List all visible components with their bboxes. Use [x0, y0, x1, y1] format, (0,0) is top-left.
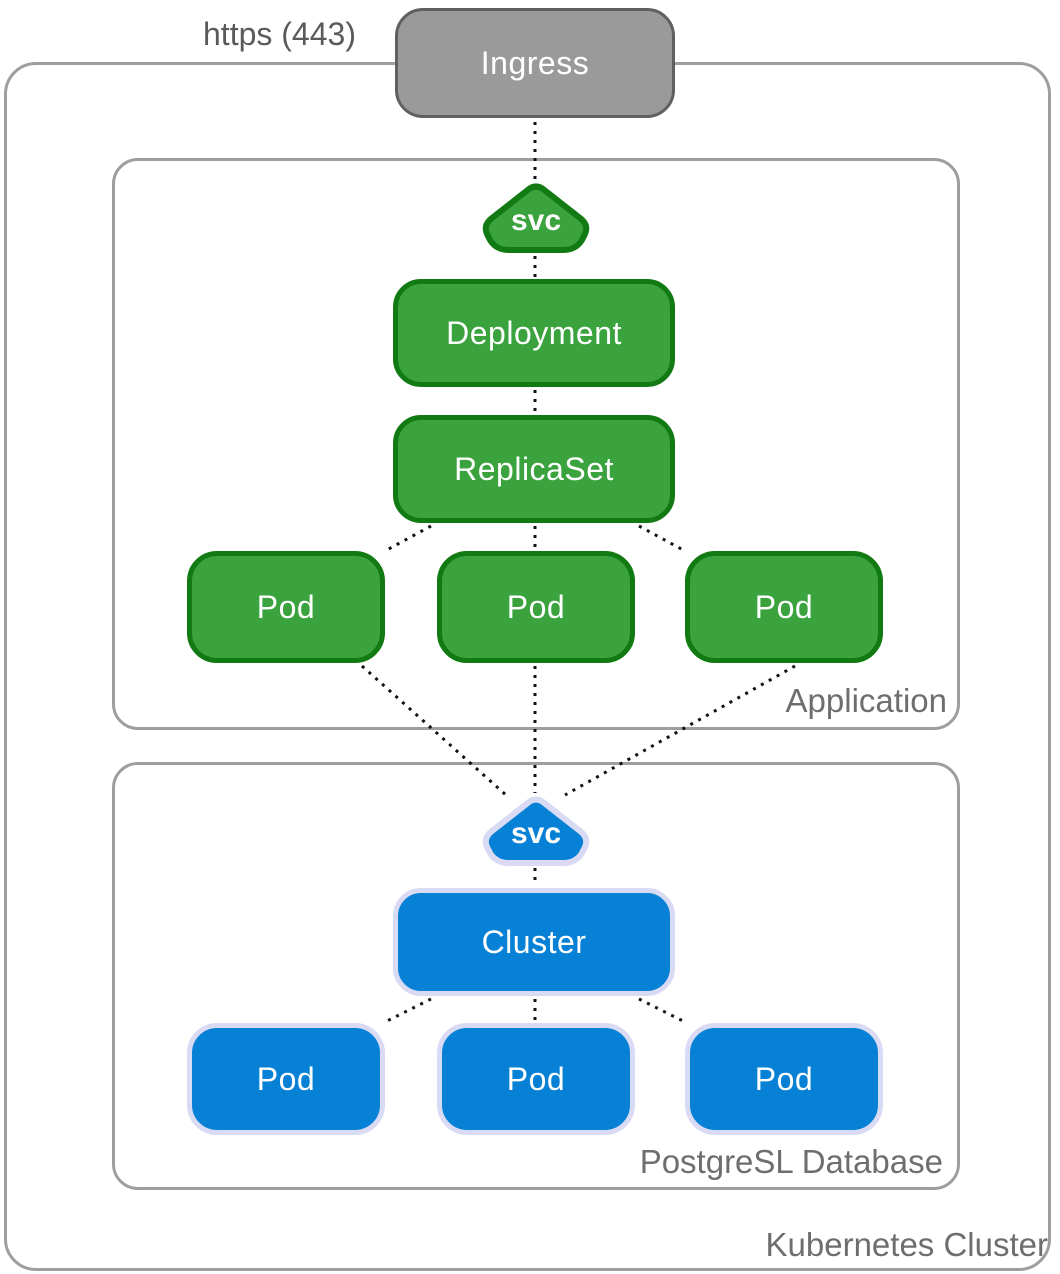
application-pod-1: Pod: [187, 551, 385, 663]
kubernetes-cluster-label: Kubernetes Cluster: [765, 1226, 1048, 1263]
database-pod-1: Pod: [187, 1023, 385, 1135]
database-pod-3: Pod: [685, 1023, 883, 1135]
pod-label: Pod: [754, 588, 814, 625]
pod-label: Pod: [256, 588, 316, 625]
connector-replicaset-to-pod3: [638, 524, 686, 553]
ingress-node-label: Ingress: [480, 44, 590, 81]
database-zone-label: PostgreSL Database: [639, 1143, 943, 1180]
application-service-icon: svc: [482, 183, 590, 253]
ingress-node: Ingress: [395, 8, 675, 118]
postgres-cluster-node-label: Cluster: [481, 923, 587, 960]
database-pod-2: Pod: [437, 1023, 635, 1135]
replicaset-node: ReplicaSet: [393, 415, 675, 523]
replicaset-node-label: ReplicaSet: [454, 450, 614, 487]
database-service-icon: svc: [482, 796, 590, 866]
application-service-label: svc: [511, 204, 561, 237]
application-pod-3: Pod: [685, 551, 883, 663]
pod-label: Pod: [256, 1060, 316, 1097]
pod-label: Pod: [506, 1060, 566, 1097]
deployment-node-label: Deployment: [446, 314, 622, 351]
pod-label: Pod: [506, 588, 566, 625]
deployment-node: Deployment: [393, 279, 675, 387]
connector-replicaset-to-pod1: [384, 524, 432, 553]
service-shape: [482, 796, 590, 866]
connector-cluster-to-dbpod1: [384, 997, 432, 1024]
service-shape: [482, 183, 590, 253]
pod-label: Pod: [754, 1060, 814, 1097]
postgres-cluster-node: Cluster: [393, 888, 675, 996]
application-pod-2: Pod: [437, 551, 635, 663]
protocol-label: https (443): [203, 16, 356, 52]
application-zone-label: Application: [785, 682, 947, 719]
connector-pod1-to-db-svc: [360, 664, 508, 797]
database-service-label: svc: [511, 817, 561, 850]
connector-cluster-to-dbpod3: [638, 997, 686, 1024]
connector-pod3-to-db-svc: [564, 664, 796, 797]
